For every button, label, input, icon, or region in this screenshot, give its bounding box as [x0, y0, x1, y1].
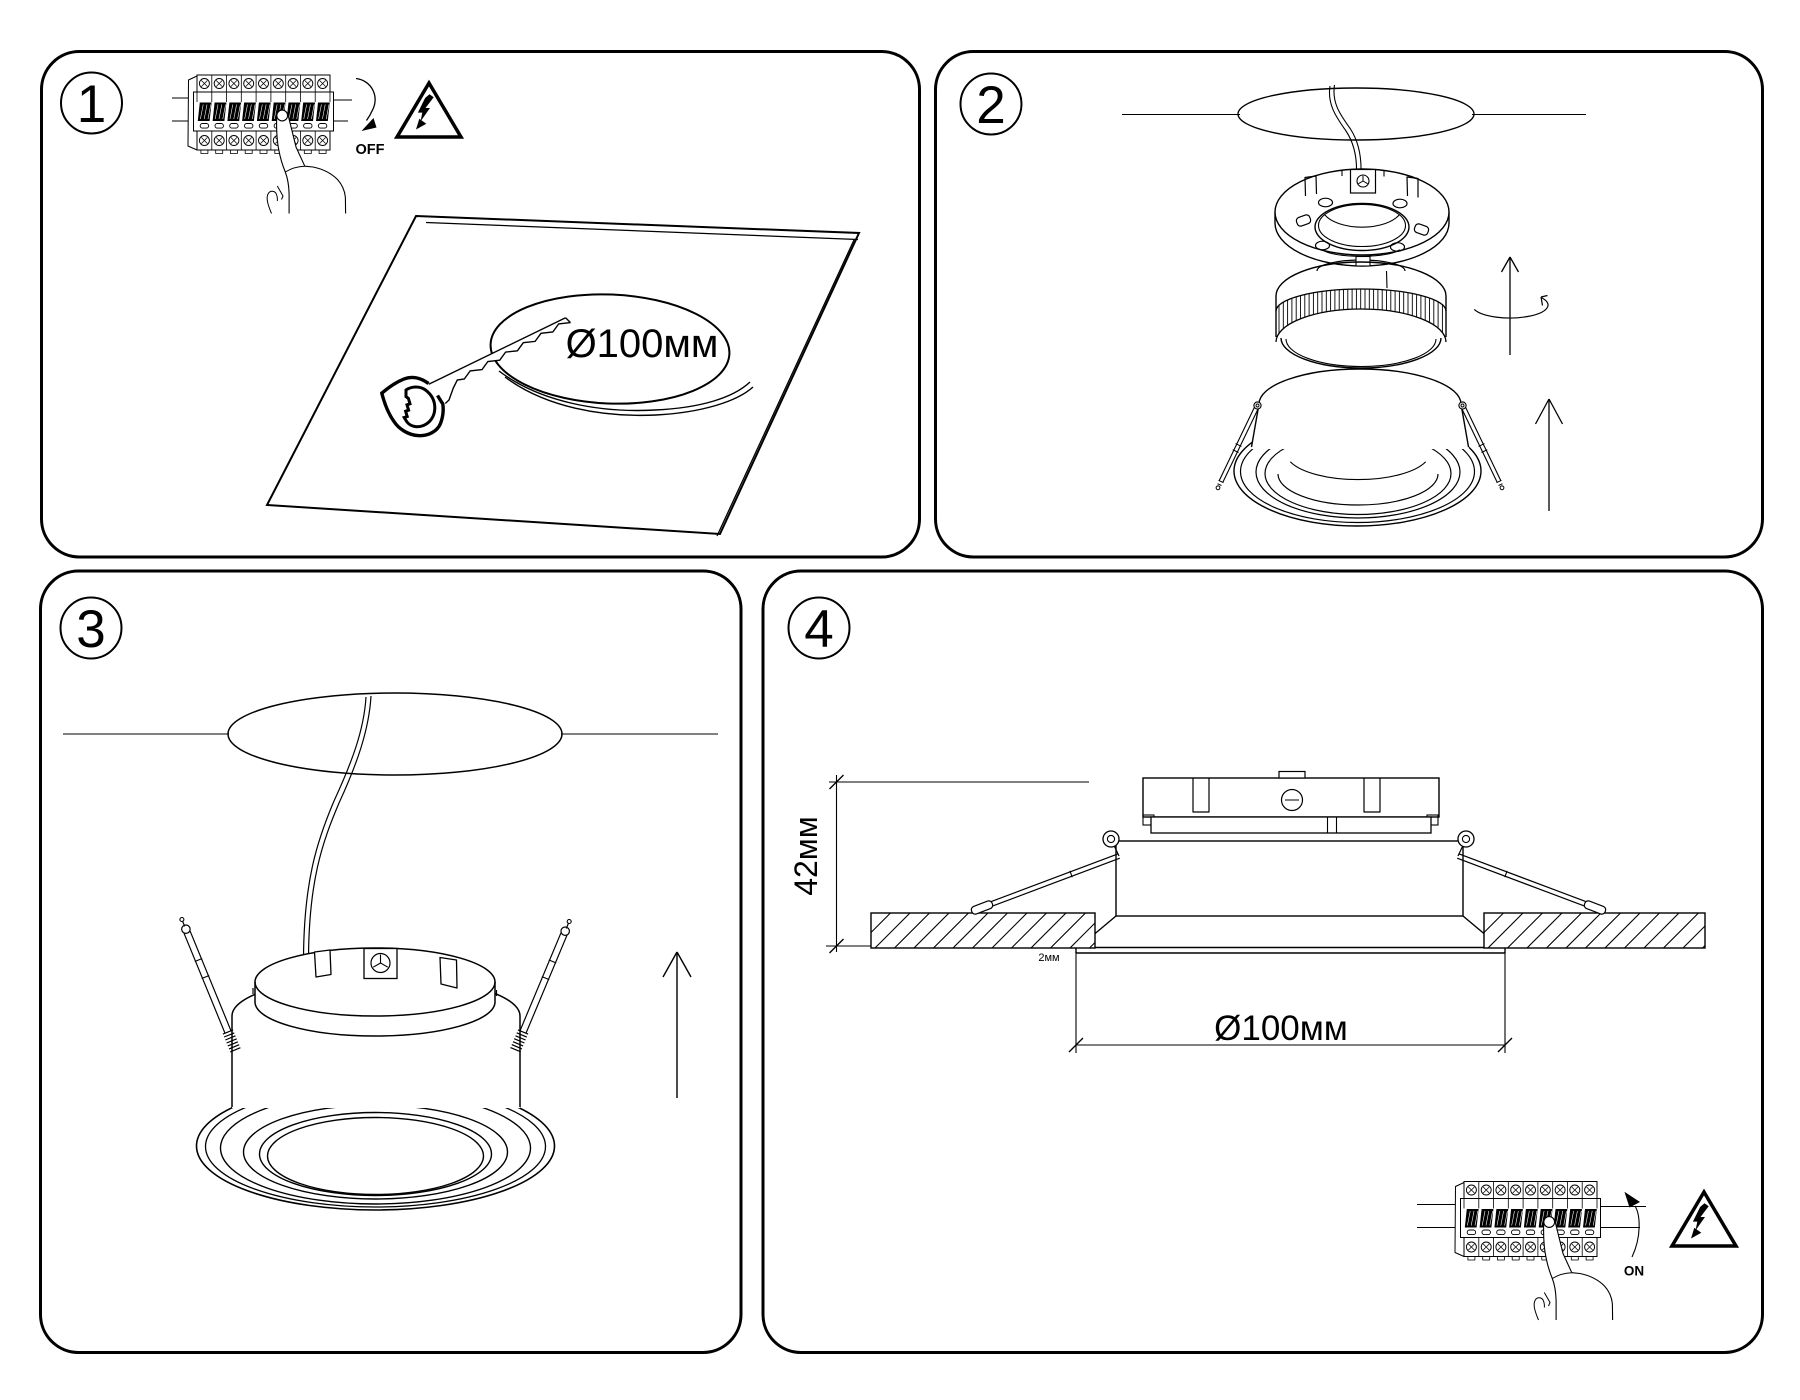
- svg-text:ON: ON: [1624, 1264, 1644, 1279]
- svg-text:2мм: 2мм: [1038, 952, 1059, 964]
- svg-text:OFF: OFF: [356, 142, 385, 158]
- svg-text:Ø100мм: Ø100мм: [1214, 1009, 1348, 1048]
- svg-text:42мм: 42мм: [788, 816, 824, 896]
- svg-text:2: 2: [976, 76, 1005, 135]
- svg-text:4: 4: [804, 600, 833, 659]
- svg-text:1: 1: [77, 75, 106, 134]
- svg-text:Ø100мм: Ø100мм: [566, 322, 719, 366]
- svg-text:3: 3: [76, 600, 105, 659]
